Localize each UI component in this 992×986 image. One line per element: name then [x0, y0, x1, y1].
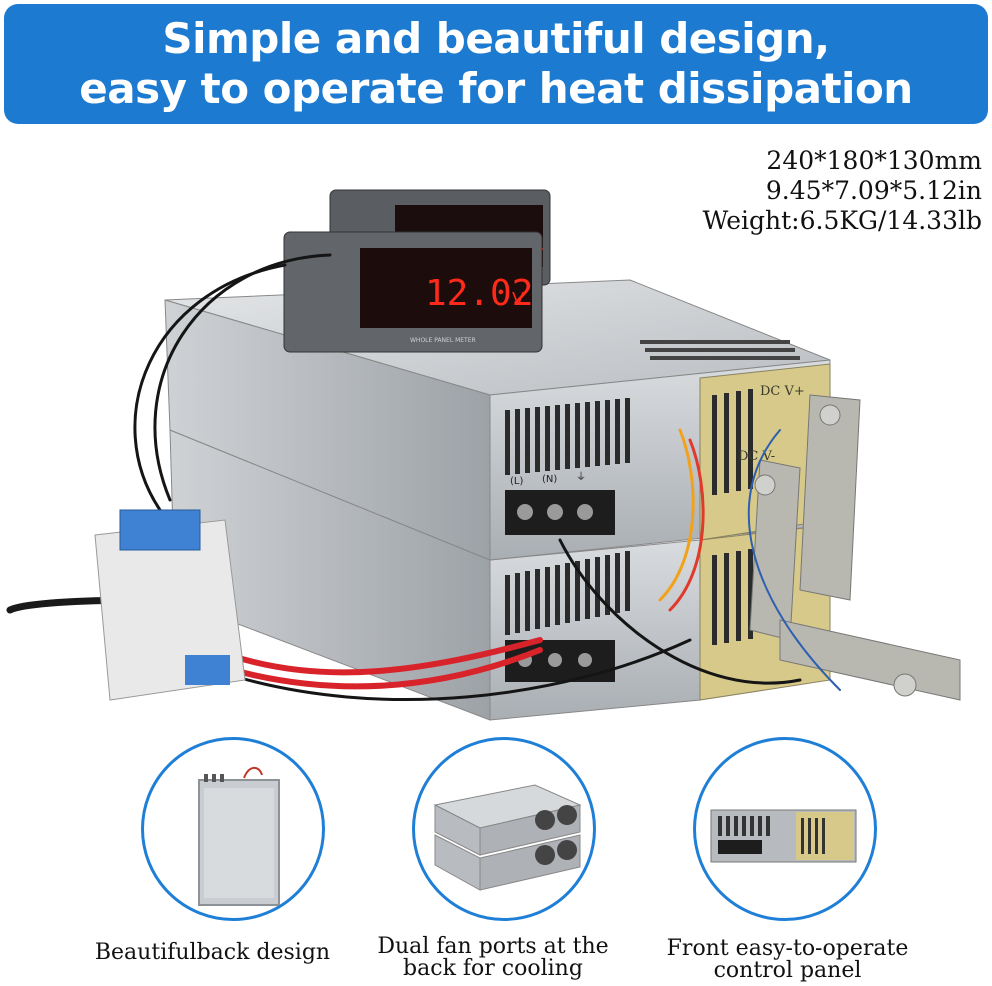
caption-dual-fan: Dual fan ports at the back for cooling [377, 934, 609, 981]
feature-circle-back [141, 737, 325, 921]
control-panel-image [710, 809, 857, 863]
voltage-readout: 12.02 [425, 273, 533, 314]
feature-circle-front [693, 737, 877, 921]
cables [6, 253, 841, 702]
input-label-n: (N) [542, 474, 557, 485]
bus-bars [749, 394, 961, 701]
feature-circle-fans [412, 737, 596, 921]
voltage-meter: 12.02 V WHOLE PANEL METER [283, 231, 543, 353]
voltage-unit: V [512, 289, 525, 310]
circuit-breaker [94, 509, 246, 701]
dimension-specs: 240*180*130mm 9.45*7.09*5.12in Weight:6.… [703, 146, 982, 236]
dual-fan-image [433, 784, 582, 891]
back-design-image [198, 766, 280, 906]
power-supply-photo: (L) (N) ⏚ DC V+ DC V- A 12.02 V WHOLE PA… [6, 189, 961, 721]
spec-inch: 9.45*7.09*5.12in [765, 176, 982, 205]
dc-plus-label: DC V+ [760, 384, 805, 399]
input-label-l: (L) [510, 476, 523, 487]
panel-meter-label: WHOLE PANEL METER [410, 337, 476, 344]
caption-back-design: Beautifulback design [94, 940, 331, 965]
spec-mm: 240*180*130mm [766, 146, 982, 175]
banner-line-2: easy to operate for heat dissipation [79, 64, 913, 113]
caption-front-panel: Front easy-to-operate control panel [666, 936, 909, 983]
spec-weight: Weight:6.5KG/14.33lb [702, 206, 982, 235]
title-banner: Simple and beautiful design, easy to ope… [4, 4, 988, 124]
banner-line-1: Simple and beautiful design, [162, 14, 830, 63]
input-label-ground: ⏚ [576, 471, 586, 483]
dc-minus-label: DC V- [738, 449, 775, 464]
